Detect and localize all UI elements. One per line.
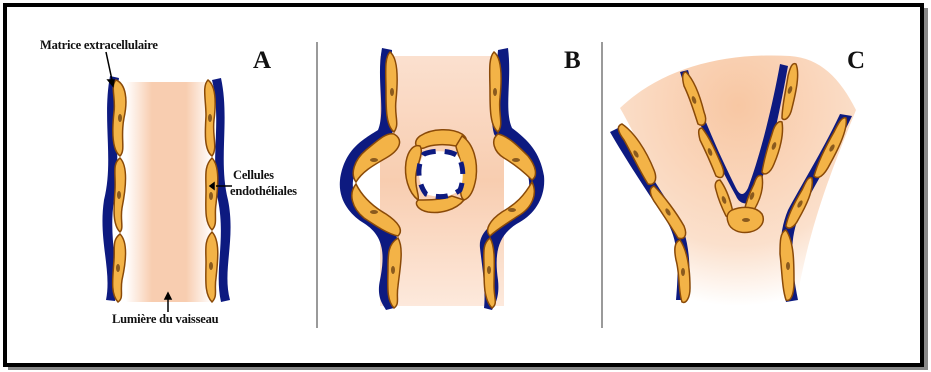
matrix-pointer xyxy=(106,52,112,80)
lumen-label: Lumière du vaisseau xyxy=(112,312,218,327)
panel-a-letter: A xyxy=(253,47,271,75)
cell-nucleus xyxy=(208,114,212,122)
cell-nucleus xyxy=(118,114,122,122)
cell-nucleus xyxy=(116,264,120,272)
cell-nucleus xyxy=(117,191,121,199)
panel-b-vessel xyxy=(340,48,544,310)
cell-nucleus xyxy=(370,158,378,162)
cell-nucleus xyxy=(512,158,520,162)
cell-nucleus xyxy=(493,88,497,96)
cell-nucleus xyxy=(508,208,516,212)
panel-c-letter: C xyxy=(847,47,865,75)
cell-nucleus xyxy=(742,218,750,222)
panel-a-vessel xyxy=(102,52,232,312)
cell-nucleus xyxy=(209,262,213,270)
vessel-lumen xyxy=(126,82,212,302)
cell-nucleus xyxy=(370,210,378,214)
matrix-label: Matrice extracellulaire xyxy=(40,38,158,53)
panel-c-vessel xyxy=(610,55,856,306)
cells-label-line1: Cellules xyxy=(233,168,274,183)
sprout-lumen xyxy=(419,151,463,196)
cell-nucleus xyxy=(390,88,394,96)
cell-nucleus xyxy=(209,192,213,200)
panel-b-letter: B xyxy=(564,47,581,75)
cell-nucleus xyxy=(391,266,395,274)
cell-nucleus xyxy=(681,268,685,276)
cell-nucleus xyxy=(786,262,790,270)
cells-label-line2: endothéliales xyxy=(230,184,297,199)
cell-nucleus xyxy=(487,266,491,274)
